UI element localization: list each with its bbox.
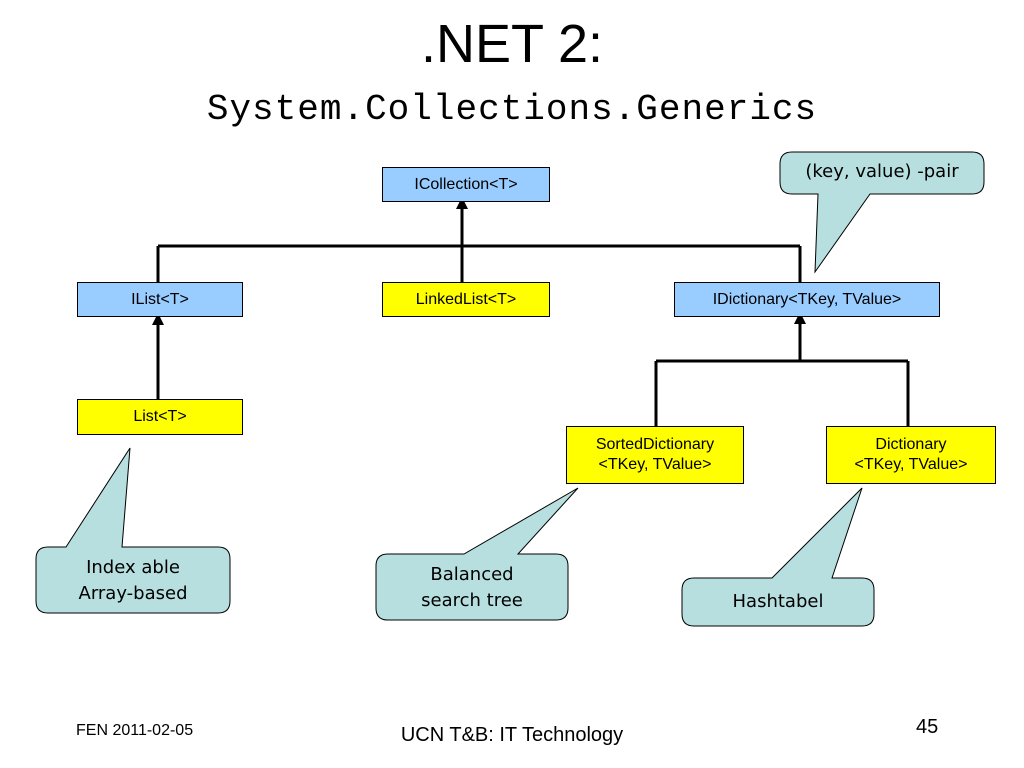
footer-center: UCN T&B: IT Technology (400, 724, 624, 746)
callout-indexable-shape (35, 447, 231, 614)
callout-indexable-line2: Array-based (78, 583, 188, 604)
node-dictionary: Dictionary <TKey, TValue> (826, 426, 996, 484)
node-ilist: IList<T> (77, 282, 243, 317)
callout-balanced-line1: Balanced (430, 564, 514, 585)
connector-lines (152, 197, 910, 426)
node-dictionary-line1: Dictionary (875, 436, 947, 453)
callout-hashtabel-label: Hashtabel (732, 591, 824, 612)
node-sorteddictionary-line2: <TKey, TValue> (598, 456, 712, 473)
footer-author-date: FEN 2011-02-05 (76, 722, 194, 739)
node-sorteddictionary-line1: SortedDictionary (595, 436, 715, 453)
callout-pair-shape (779, 151, 985, 274)
node-idictionary-label: IDictionary<TKey, TValue> (712, 290, 902, 308)
callout-hashtabel-text: Hashtabel (682, 589, 874, 615)
node-linkedlist-label: LinkedList<T> (415, 290, 517, 308)
node-list-label: List<T> (133, 408, 187, 425)
callout-hashtabel-shape (681, 487, 875, 627)
node-idictionary: IDictionary<TKey, TValue> (674, 282, 940, 317)
callout-pair-text: (key, value) -pair (780, 159, 984, 185)
callout-balanced-shape (375, 487, 579, 621)
node-sorteddictionary: SortedDictionary <TKey, TValue> (566, 426, 744, 484)
node-ilist-label: IList<T> (131, 290, 189, 308)
page-number: 45 (916, 716, 939, 738)
node-list: List<T> (77, 399, 243, 435)
node-icollection: ICollection<T> (382, 167, 550, 202)
callout-balanced-text: Balanced search tree (376, 562, 568, 614)
callout-indexable-line1: Index able (86, 557, 180, 578)
callout-balanced-line2: search tree (421, 590, 523, 611)
callout-indexable-text: Index able Array-based (36, 555, 230, 607)
callout-pair-label: (key, value) -pair (805, 161, 959, 182)
slide-subtitle: System.Collections.Generics (206, 89, 818, 130)
slide-title: .NET 2: (420, 14, 604, 74)
node-dictionary-line2: <TKey, TValue> (854, 456, 968, 473)
node-linkedlist: LinkedList<T> (382, 282, 550, 317)
node-icollection-label: ICollection<T> (414, 175, 518, 193)
